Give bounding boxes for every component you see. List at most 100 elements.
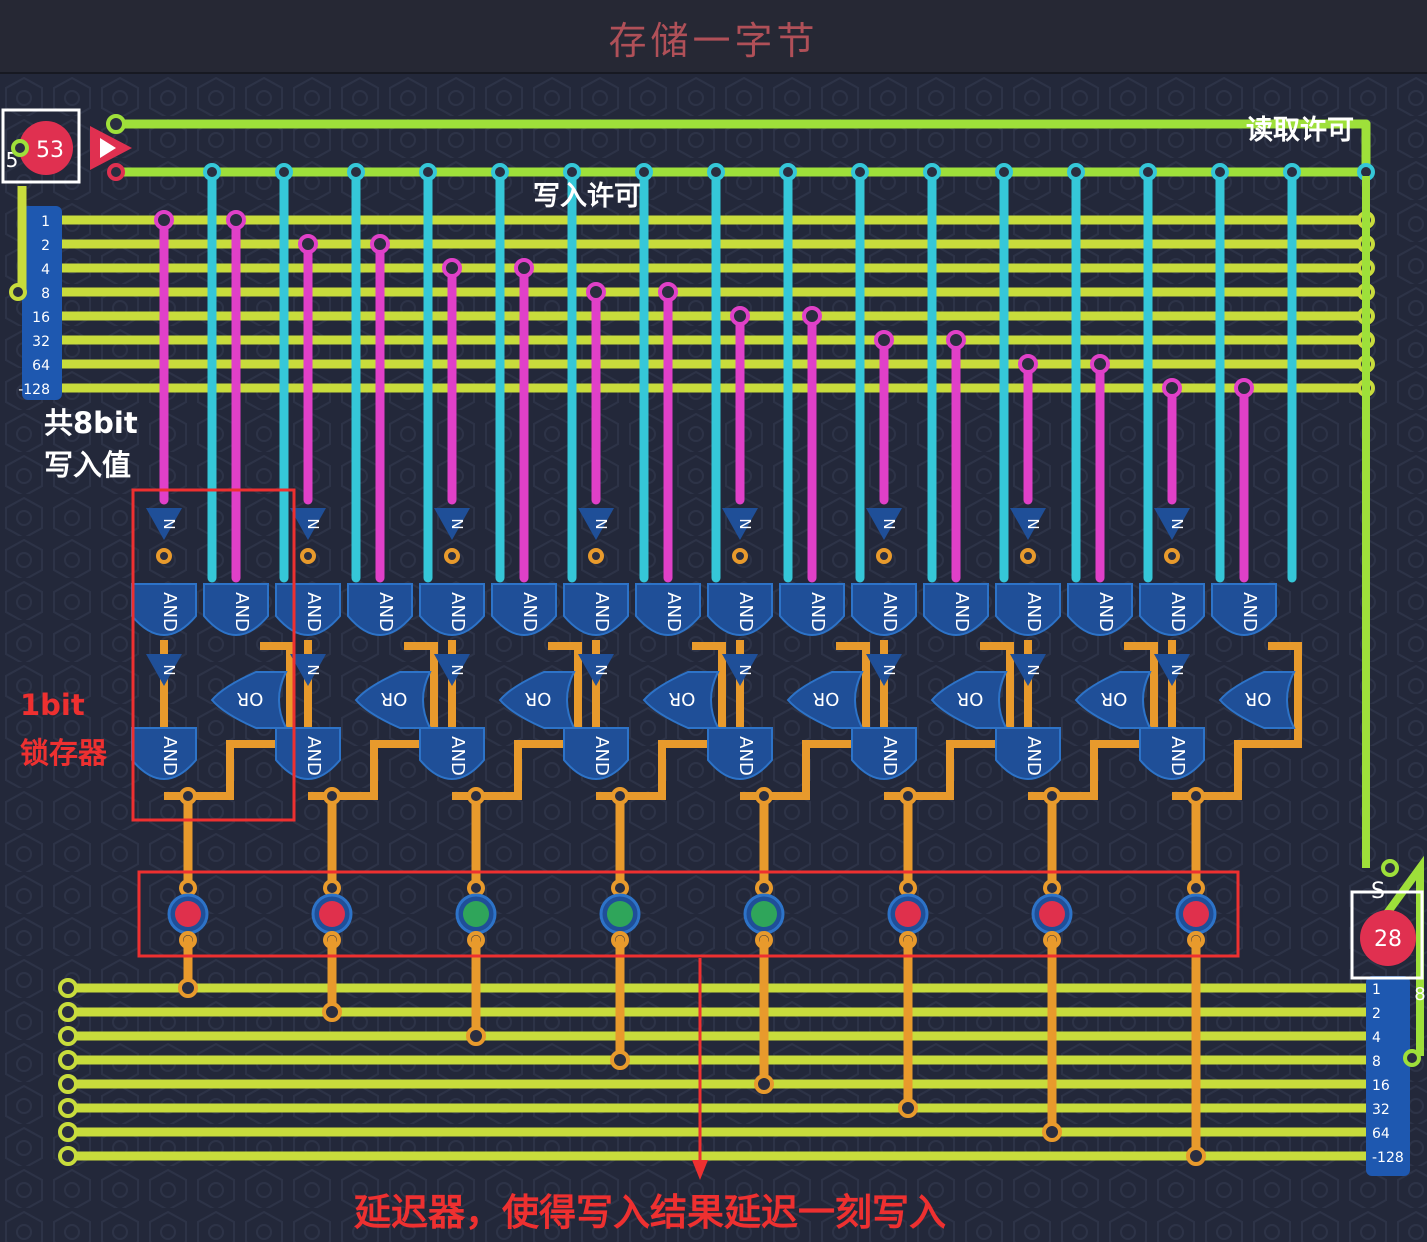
output-tap-node-4 <box>754 1074 774 1094</box>
data-tap-b-7 <box>1234 378 1254 398</box>
delay-in-node-7 <box>1187 879 1205 897</box>
data-tap-b-1 <box>370 234 390 254</box>
not-gate-bottom-4 <box>722 654 758 686</box>
not-gate-bottom-2 <box>434 654 470 686</box>
output-bus-start-node-0 <box>58 978 78 998</box>
page-title: 存储一字节 <box>608 19 819 63</box>
not-gate-bottom-7 <box>1154 654 1190 686</box>
latch-label-1: 1bit <box>20 688 85 722</box>
latch-out-node-0 <box>179 787 197 805</box>
output-bit-label-1: 2 <box>1372 1006 1381 1022</box>
input-direction-icon <box>100 138 116 158</box>
and-gate-top-0-1 <box>203 583 269 636</box>
enable-node-b-4 <box>851 163 869 181</box>
output-bit-label-7: -128 <box>1372 1150 1404 1166</box>
not-gate-top-label-3: N <box>592 518 610 529</box>
latch-annotation-box <box>131 488 296 822</box>
and-gate-bottom-5 <box>851 727 917 780</box>
write-enable-label: 写入许可 <box>533 181 641 212</box>
input-component-node <box>11 139 29 157</box>
not-gate-bottom-0 <box>146 654 182 686</box>
not-gate-top-label-2: N <box>448 518 466 529</box>
data-tap-a-5 <box>874 330 894 350</box>
input-component-value: 53 <box>36 138 64 163</box>
output-bit-label-2: 4 <box>1372 1030 1381 1046</box>
not-gate-top-label-7: N <box>1168 518 1186 529</box>
data-tap-b-5 <box>946 330 966 350</box>
or-gate-7 <box>1218 671 1296 729</box>
delay-in-node-4 <box>755 879 773 897</box>
not-gate-top-5 <box>866 508 902 540</box>
delay-state-6 <box>1039 901 1065 927</box>
or-gate-label-7: OR <box>1245 688 1272 709</box>
and-gate-bottom-1 <box>275 727 341 780</box>
output-bus-start-node-4 <box>58 1074 78 1094</box>
not-top-out-node-4 <box>732 548 748 564</box>
input-feed-node <box>9 283 27 301</box>
input-bit-label-1: 2 <box>41 238 50 254</box>
enable-node-b-3 <box>707 163 725 181</box>
delay-state-0 <box>175 901 201 927</box>
and-gate-top-label-3-0: AND <box>591 592 612 632</box>
input-bit-label-0: 1 <box>41 214 50 230</box>
output-bit-label-0: 1 <box>1372 982 1381 998</box>
output-tap-node-7 <box>1186 1146 1206 1166</box>
output-bit-label-3: 8 <box>1372 1054 1381 1070</box>
delay-state-4 <box>751 901 777 927</box>
and-gate-top-7-0 <box>1139 583 1205 636</box>
data-tap-a-0 <box>154 210 174 230</box>
enable-node-b-5 <box>995 163 1013 181</box>
not-gate-bottom-6 <box>1010 654 1046 686</box>
output-bit-label-4: 16 <box>1372 1078 1390 1094</box>
not-gate-top-1 <box>290 508 326 540</box>
and-gate-top-label-4-0: AND <box>735 592 756 632</box>
or-gate-6 <box>1074 671 1152 729</box>
and-gate-bottom-label-5: AND <box>879 736 900 776</box>
enable-node-b-1 <box>419 163 437 181</box>
and-gate-bottom-0 <box>131 727 197 780</box>
write-value-label-1: 共8bit <box>44 406 138 440</box>
and-gate-top-0-0 <box>131 583 197 636</box>
delay-state-5 <box>895 901 921 927</box>
and-gate-top-label-5-0: AND <box>879 592 900 632</box>
input-bit-label-3: 8 <box>41 286 50 302</box>
and-gate-top-label-3-1: AND <box>663 592 684 632</box>
latch-label-2: 锁存器 <box>20 736 108 770</box>
output-bus-start-node-1 <box>58 1002 78 1022</box>
input-bit-label-7: -128 <box>18 382 50 398</box>
and-gate-bottom-label-4: AND <box>735 736 756 776</box>
data-tap-a-6 <box>1018 354 1038 374</box>
data-tap-b-3 <box>658 282 678 302</box>
not-gate-top-label-5: N <box>880 518 898 529</box>
and-gate-top-label-6-1: AND <box>1095 592 1116 632</box>
not-top-out-node-2 <box>444 548 460 564</box>
and-gate-top-1-1 <box>347 583 413 636</box>
output-tap-node-5 <box>898 1098 918 1118</box>
read-enable-node <box>106 114 126 134</box>
delay-state-3 <box>607 901 633 927</box>
not-gate-bottom-5 <box>866 654 902 686</box>
or-gate-label-2: OR <box>525 688 552 709</box>
latch-out-node-3 <box>611 787 629 805</box>
delay-in-node-1 <box>323 879 341 897</box>
latch-out-node-2 <box>467 787 485 805</box>
not-gate-bottom-label-4: N <box>736 664 754 675</box>
output-component-top-label: S <box>1371 879 1385 904</box>
data-tap-b-2 <box>514 258 534 278</box>
write-value-label-2: 写入值 <box>44 448 132 482</box>
not-top-out-node-0 <box>156 548 172 564</box>
and-gate-bottom-4 <box>707 727 773 780</box>
enable-node-b-7 <box>1283 163 1301 181</box>
latch-out-node-5 <box>899 787 917 805</box>
output-tap-node-3 <box>610 1050 630 1070</box>
not-top-out-node-5 <box>876 548 892 564</box>
input-bit-label-4: 16 <box>32 310 50 326</box>
output-bus-start-node-3 <box>58 1050 78 1070</box>
enable-node-a-0 <box>203 163 221 181</box>
data-tap-a-3 <box>586 282 606 302</box>
not-gate-top-label-1: N <box>304 518 322 529</box>
output-bit-panel <box>1366 976 1410 1176</box>
or-gate-label-6: OR <box>1101 688 1128 709</box>
